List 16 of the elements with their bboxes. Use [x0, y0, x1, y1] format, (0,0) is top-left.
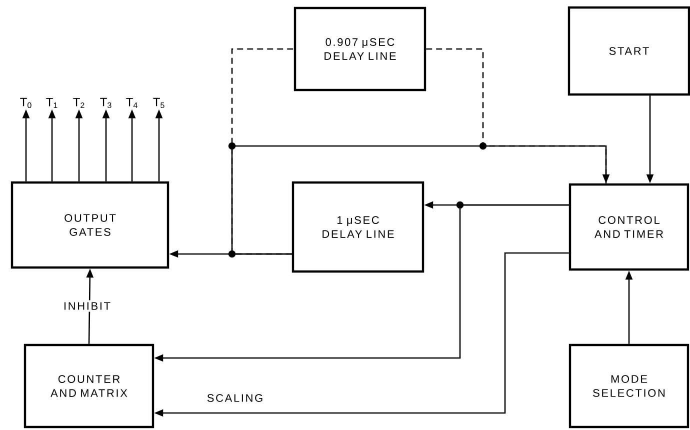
block-box: MODE SELECTION	[568, 344, 690, 428]
signal-label: T$_{5}$	[153, 98, 164, 108]
connector-arrow	[231, 145, 610, 255]
block-box: COUNTER AND MATRIX	[24, 344, 154, 428]
signal-label: T$_{4}$	[126, 98, 138, 108]
signal-label: T$_{3}$	[100, 98, 112, 108]
signal-label: T$_{1}$	[46, 98, 58, 108]
block-box: START	[568, 6, 690, 96]
edge-label: SCALING	[204, 392, 266, 404]
block-box: 1 μSEC DELAY LINE	[292, 181, 424, 273]
block-box: CONTROL AND TIMER	[568, 183, 690, 271]
signal-label: T$_{2}$	[73, 98, 84, 108]
edge-label: INHIBIT	[62, 300, 113, 312]
block-box: 0.907 μSEC DELAY LINE	[294, 6, 426, 92]
block-box: OUTPUT GATES	[10, 181, 170, 269]
signal-label: T$_{0}$	[20, 98, 32, 108]
